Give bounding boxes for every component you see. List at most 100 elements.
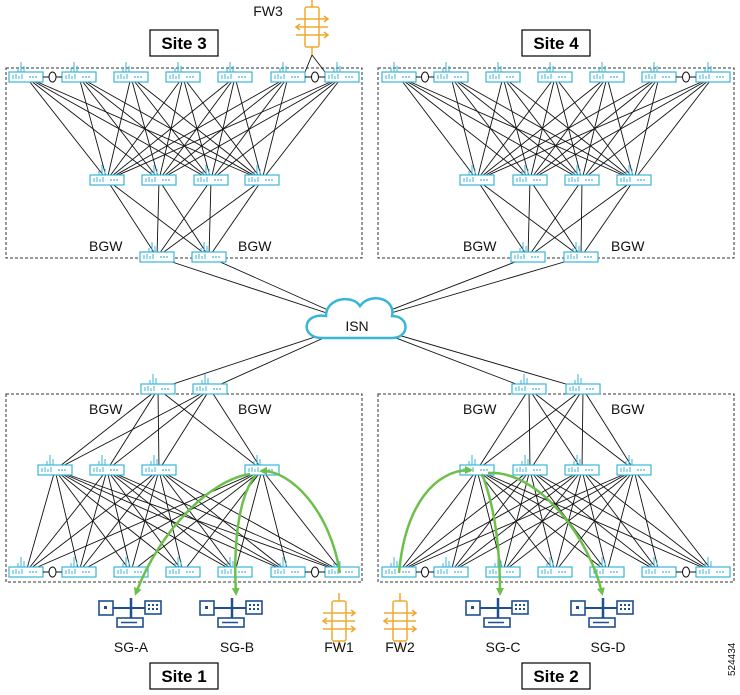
site-2-spine-switch-icon — [616, 454, 652, 476]
site-2-boundary — [377, 393, 735, 583]
spine-bgw-link — [157, 388, 263, 471]
node-layer — [8, 61, 731, 578]
site-3-leaf-switch-icon — [61, 61, 97, 83]
leaf-spine-link — [25, 469, 263, 573]
vpc-pair-icon — [416, 71, 434, 83]
site-4-boundary — [377, 67, 735, 259]
site-3-boundary — [5, 67, 363, 259]
fw3-link — [304, 54, 313, 73]
leaf-spine-link — [529, 469, 714, 573]
leaf-spine-link — [476, 76, 504, 181]
leaf-spine-link — [106, 76, 343, 181]
leaf-spine-link — [261, 469, 289, 573]
leaf-spine-link — [78, 76, 108, 181]
leaf-spine-link — [261, 76, 289, 181]
spine-bgw-link — [527, 179, 531, 258]
spine-bgw-link — [158, 388, 211, 471]
spine-bgw-link — [157, 388, 160, 471]
leaf-spine-link — [633, 469, 714, 573]
leaf-spine-link — [261, 469, 343, 573]
site-1-boundary — [5, 393, 363, 583]
site-3-leaf-switch-icon — [217, 61, 253, 83]
svg-text:Site 2: Site 2 — [533, 667, 578, 686]
bgw-label: BGW — [238, 401, 272, 417]
leaf-spine-link — [210, 76, 343, 181]
leaf-spine-link — [476, 469, 608, 573]
site-1-leaf-switch-icon — [8, 556, 44, 578]
site-3-leaf-switch-icon — [8, 61, 44, 83]
vpc-pair-icon — [416, 566, 434, 578]
site-4-spine-switch-icon — [512, 164, 548, 186]
vpc-pair-icon — [43, 71, 62, 83]
policy-arrow-sg-c — [480, 473, 504, 596]
fw2-label: FW2 — [385, 639, 415, 655]
vpc-pair-icon — [676, 566, 696, 578]
leaf-spine-link — [106, 76, 289, 181]
svg-text:Site 1: Site 1 — [161, 667, 206, 686]
leaf-spine-link — [476, 469, 714, 573]
leaf-spine-link — [398, 76, 531, 181]
fw3-link — [311, 54, 326, 73]
leaf-spine-link — [234, 469, 263, 573]
site-3-leaf-switch-icon — [113, 61, 149, 83]
leaf-spine-link — [581, 469, 660, 573]
spine-bgw-link — [106, 179, 158, 258]
leaf-spine-link — [581, 469, 714, 573]
leaf-spine-link — [210, 76, 289, 181]
bgw-label: BGW — [463, 238, 497, 254]
sg-d-label: SG-D — [591, 639, 626, 655]
site-3-leaf-switch-icon — [165, 61, 201, 83]
leaf-spine-link — [54, 469, 343, 573]
site-2-leaf-switch-icon — [485, 556, 521, 578]
spine-bgw-link — [209, 388, 263, 471]
leaf-spine-link — [25, 76, 108, 181]
bgw-label: BGW — [611, 401, 645, 417]
leaf-spine-link — [476, 76, 556, 181]
site-3-spine-switch-icon — [89, 164, 125, 186]
leaf-spine-link — [106, 76, 236, 181]
sg-c-label: SG-C — [486, 639, 521, 655]
policy-arrow-fw1 — [259, 466, 342, 574]
spine-bgw-link — [581, 388, 584, 471]
site-3-leaf-switch-icon — [270, 61, 306, 83]
leaf-spine-link — [450, 76, 478, 181]
leaf-spine-link — [182, 76, 263, 181]
policy-arrow-fw2 — [397, 466, 473, 574]
site-1-label: Site 1 — [149, 662, 219, 690]
leaf-spine-link — [158, 469, 343, 573]
site-4-leaf-switch-icon — [537, 61, 573, 83]
site-1-leaf-switch-icon — [61, 556, 97, 578]
fw3-firewall-icon — [295, 0, 329, 56]
spine-bgw-link — [528, 388, 583, 471]
sg-b-label: SG-B — [220, 639, 254, 655]
leaf-spine-link — [25, 469, 56, 573]
sg-a-endpoint-icon — [97, 596, 163, 629]
spine-bgw-link — [156, 179, 212, 258]
leaf-spine-link — [450, 469, 478, 573]
policy-arrow-sg-a — [134, 472, 251, 596]
sg-a-label: SG-A — [114, 639, 149, 655]
site-3-spine-switch-icon — [244, 164, 280, 186]
site-2-leaf-switch-icon — [537, 556, 573, 578]
site-4-label: Site 4 — [521, 29, 591, 57]
leaf-spine-link — [106, 76, 132, 181]
sg-c-endpoint-icon — [464, 596, 530, 629]
leaf-spine-link — [476, 76, 714, 181]
spine-bgw-link — [527, 179, 635, 258]
leaf-spine-link — [581, 76, 714, 181]
spine-bgw-link — [476, 388, 530, 471]
svg-text:Site 4: Site 4 — [533, 34, 579, 53]
site-3-spine-switch-icon — [193, 164, 229, 186]
site-1-leaf-switch-icon — [324, 556, 360, 578]
site-2-bgw-switch-icon — [565, 373, 601, 395]
leaf-spine-link — [158, 76, 343, 181]
site-3-leaf-switch-icon — [324, 61, 360, 83]
site-4-spine-switch-icon — [459, 164, 495, 186]
spine-bgw-link — [527, 179, 583, 258]
site-1-spine-switch-icon — [89, 454, 125, 476]
site-4-leaf-switch-icon — [381, 61, 417, 83]
fw1-label: FW1 — [324, 639, 354, 655]
bgw-label: BGW — [89, 238, 123, 254]
site-2-leaf-switch-icon — [695, 556, 731, 578]
